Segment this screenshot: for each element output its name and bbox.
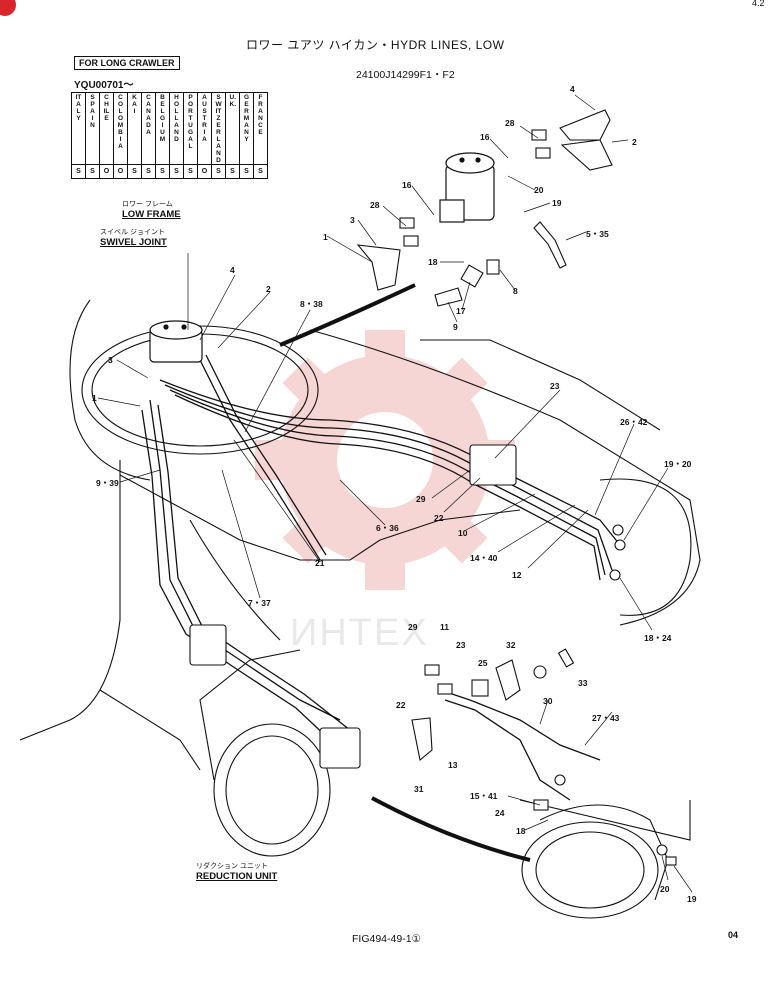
callout-18-exploded: 18 bbox=[428, 257, 438, 267]
serial-range: YQU00701〜 bbox=[74, 80, 134, 91]
country-name-cell: GERMANY bbox=[239, 92, 254, 165]
callout-27-43: 27・43 bbox=[592, 713, 620, 723]
callout-17: 17 bbox=[456, 306, 466, 316]
callout-28-exploded: 28 bbox=[505, 118, 515, 128]
callout-12: 12 bbox=[512, 570, 522, 580]
callout-16-exploded: 16 bbox=[480, 132, 490, 142]
callout-4-main: 4 bbox=[230, 265, 235, 275]
country-code-cell: O bbox=[197, 164, 212, 179]
page-number: 04 bbox=[728, 930, 739, 940]
callout-26-42: 26・42 bbox=[620, 417, 648, 427]
callout-14-40: 14・40 bbox=[470, 553, 498, 563]
country-code-cell: S bbox=[211, 164, 226, 179]
callout-20-exploded: 20 bbox=[534, 185, 544, 195]
callout-6-36: 6・36 bbox=[376, 523, 399, 533]
callout-25: 25 bbox=[478, 658, 488, 668]
callout-33: 33 bbox=[578, 678, 588, 688]
callout-23-main: 23 bbox=[550, 381, 560, 391]
callout-2-exploded: 2 bbox=[632, 137, 637, 147]
callout-19-20: 19・20 bbox=[664, 459, 692, 469]
callout-13: 13 bbox=[448, 760, 458, 770]
callout-21: 21 bbox=[315, 558, 325, 568]
callout-3-exploded: 3 bbox=[350, 215, 355, 225]
callout-24: 24 bbox=[495, 808, 505, 818]
leader-lines bbox=[97, 94, 693, 893]
callout-29-detail: 29 bbox=[408, 622, 418, 632]
callout-11: 11 bbox=[440, 622, 449, 632]
callout-9-39: 9・39 bbox=[96, 478, 119, 488]
diagram-title: ロワー ユアツ ハイカン・HYDR LINES, LOW bbox=[246, 38, 505, 52]
swivel-joint-main bbox=[149, 320, 203, 363]
callout-29-main: 29 bbox=[416, 494, 426, 504]
callout-28-left: 28 bbox=[370, 200, 380, 210]
callout-8-exploded: 8 bbox=[513, 286, 518, 296]
country-name-cell: BELGIUM bbox=[155, 92, 170, 165]
callout-5-35: 5・35 bbox=[586, 229, 609, 239]
callout-20-detail: 20 bbox=[660, 884, 670, 894]
callout-18-detail: 18 bbox=[516, 826, 526, 836]
callout-3-main: 3 bbox=[108, 355, 113, 365]
callout-22-detail: 22 bbox=[396, 700, 406, 710]
callout-23-detail: 23 bbox=[456, 640, 466, 650]
callout-22-main: 22 bbox=[434, 513, 444, 523]
callout-19-exploded: 19 bbox=[552, 198, 562, 208]
callout-2-main: 2 bbox=[266, 284, 271, 294]
swivel-joint-exploded bbox=[439, 152, 495, 223]
callout-10: 10 bbox=[458, 528, 468, 538]
callout-1-main: 1 bbox=[92, 393, 97, 403]
fittings bbox=[189, 109, 677, 866]
callout-4-exploded: 4 bbox=[570, 84, 575, 94]
callout-32: 32 bbox=[506, 640, 516, 650]
callout-31: 31 bbox=[414, 784, 424, 794]
country-code-cell: S bbox=[239, 164, 254, 179]
watermark-text: ИНТЕХ bbox=[290, 612, 429, 654]
callout-16-left: 16 bbox=[402, 180, 412, 190]
callout-30: 30 bbox=[543, 696, 553, 706]
corner-number: 4.2 bbox=[752, 0, 765, 8]
country-code-cell: S bbox=[253, 164, 268, 179]
figure-number: FIG494-49-1① bbox=[352, 933, 421, 945]
corner-marker bbox=[0, 0, 16, 16]
country-name-cell: FRANCE bbox=[253, 92, 268, 165]
callout-18-24: 18・24 bbox=[644, 633, 672, 643]
callout-9-exploded: 9 bbox=[453, 322, 458, 332]
part-number: 24100J14299F1・F2 bbox=[356, 69, 455, 81]
callout-8-38: 8・38 bbox=[300, 299, 323, 309]
callout-1-exploded: 1 bbox=[323, 232, 328, 242]
callout-15-41: 15・41 bbox=[470, 791, 498, 801]
crawler-note: FOR LONG CRAWLER bbox=[74, 56, 180, 70]
callout-7-37: 7・37 bbox=[248, 598, 271, 608]
callout-19-detail: 19 bbox=[687, 894, 697, 904]
